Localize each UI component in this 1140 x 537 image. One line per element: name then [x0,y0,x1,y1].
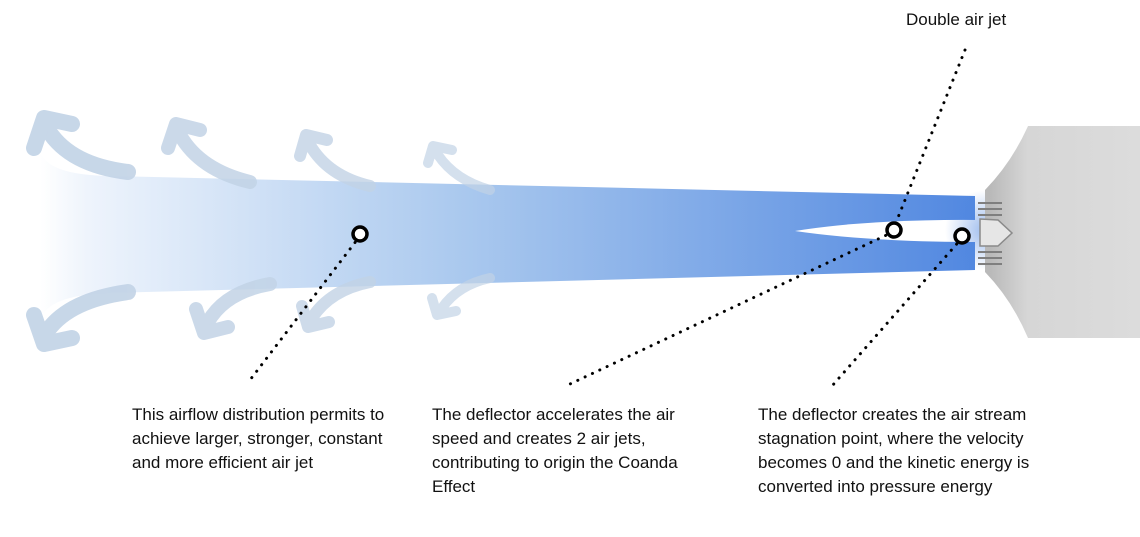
stagnation-point-caption: The deflector creates the air stream sta… [758,405,1030,496]
arrow-lower-1 [26,284,136,352]
deflector-tip [979,218,1014,247]
double-air-jet-label: Double air jet [906,10,1007,29]
arrow-lower-2 [189,277,277,340]
air-jet-stream [40,150,975,322]
upper-spread-arrows [26,110,495,195]
arrow-lower-3 [296,276,376,333]
leader-lines [248,48,967,388]
arrow-lower-4 [427,273,495,320]
marker-airflow [351,225,369,243]
air-unit [945,126,1140,338]
leader-line-double-jet [893,48,967,227]
unit-housing [985,126,1140,338]
arrow-upper-2 [161,117,257,189]
marker-stagnation [953,227,971,245]
arrow-upper-1 [26,110,136,180]
lower-spread-arrows [26,273,495,352]
deflector-accelerates-caption: The deflector accelerates the air speed … [432,405,678,496]
nozzle-slots [978,202,1002,265]
airflow-distribution-caption: This airflow distribution permits to ach… [132,405,385,472]
marker-double-jet [885,221,903,239]
arrow-upper-4 [423,141,495,195]
point-markers [351,221,971,245]
arrow-upper-3 [294,129,376,192]
leader-line-deflector-accel [568,230,895,386]
leader-line-stagnation [830,236,964,388]
leader-line-airflow [248,234,362,382]
